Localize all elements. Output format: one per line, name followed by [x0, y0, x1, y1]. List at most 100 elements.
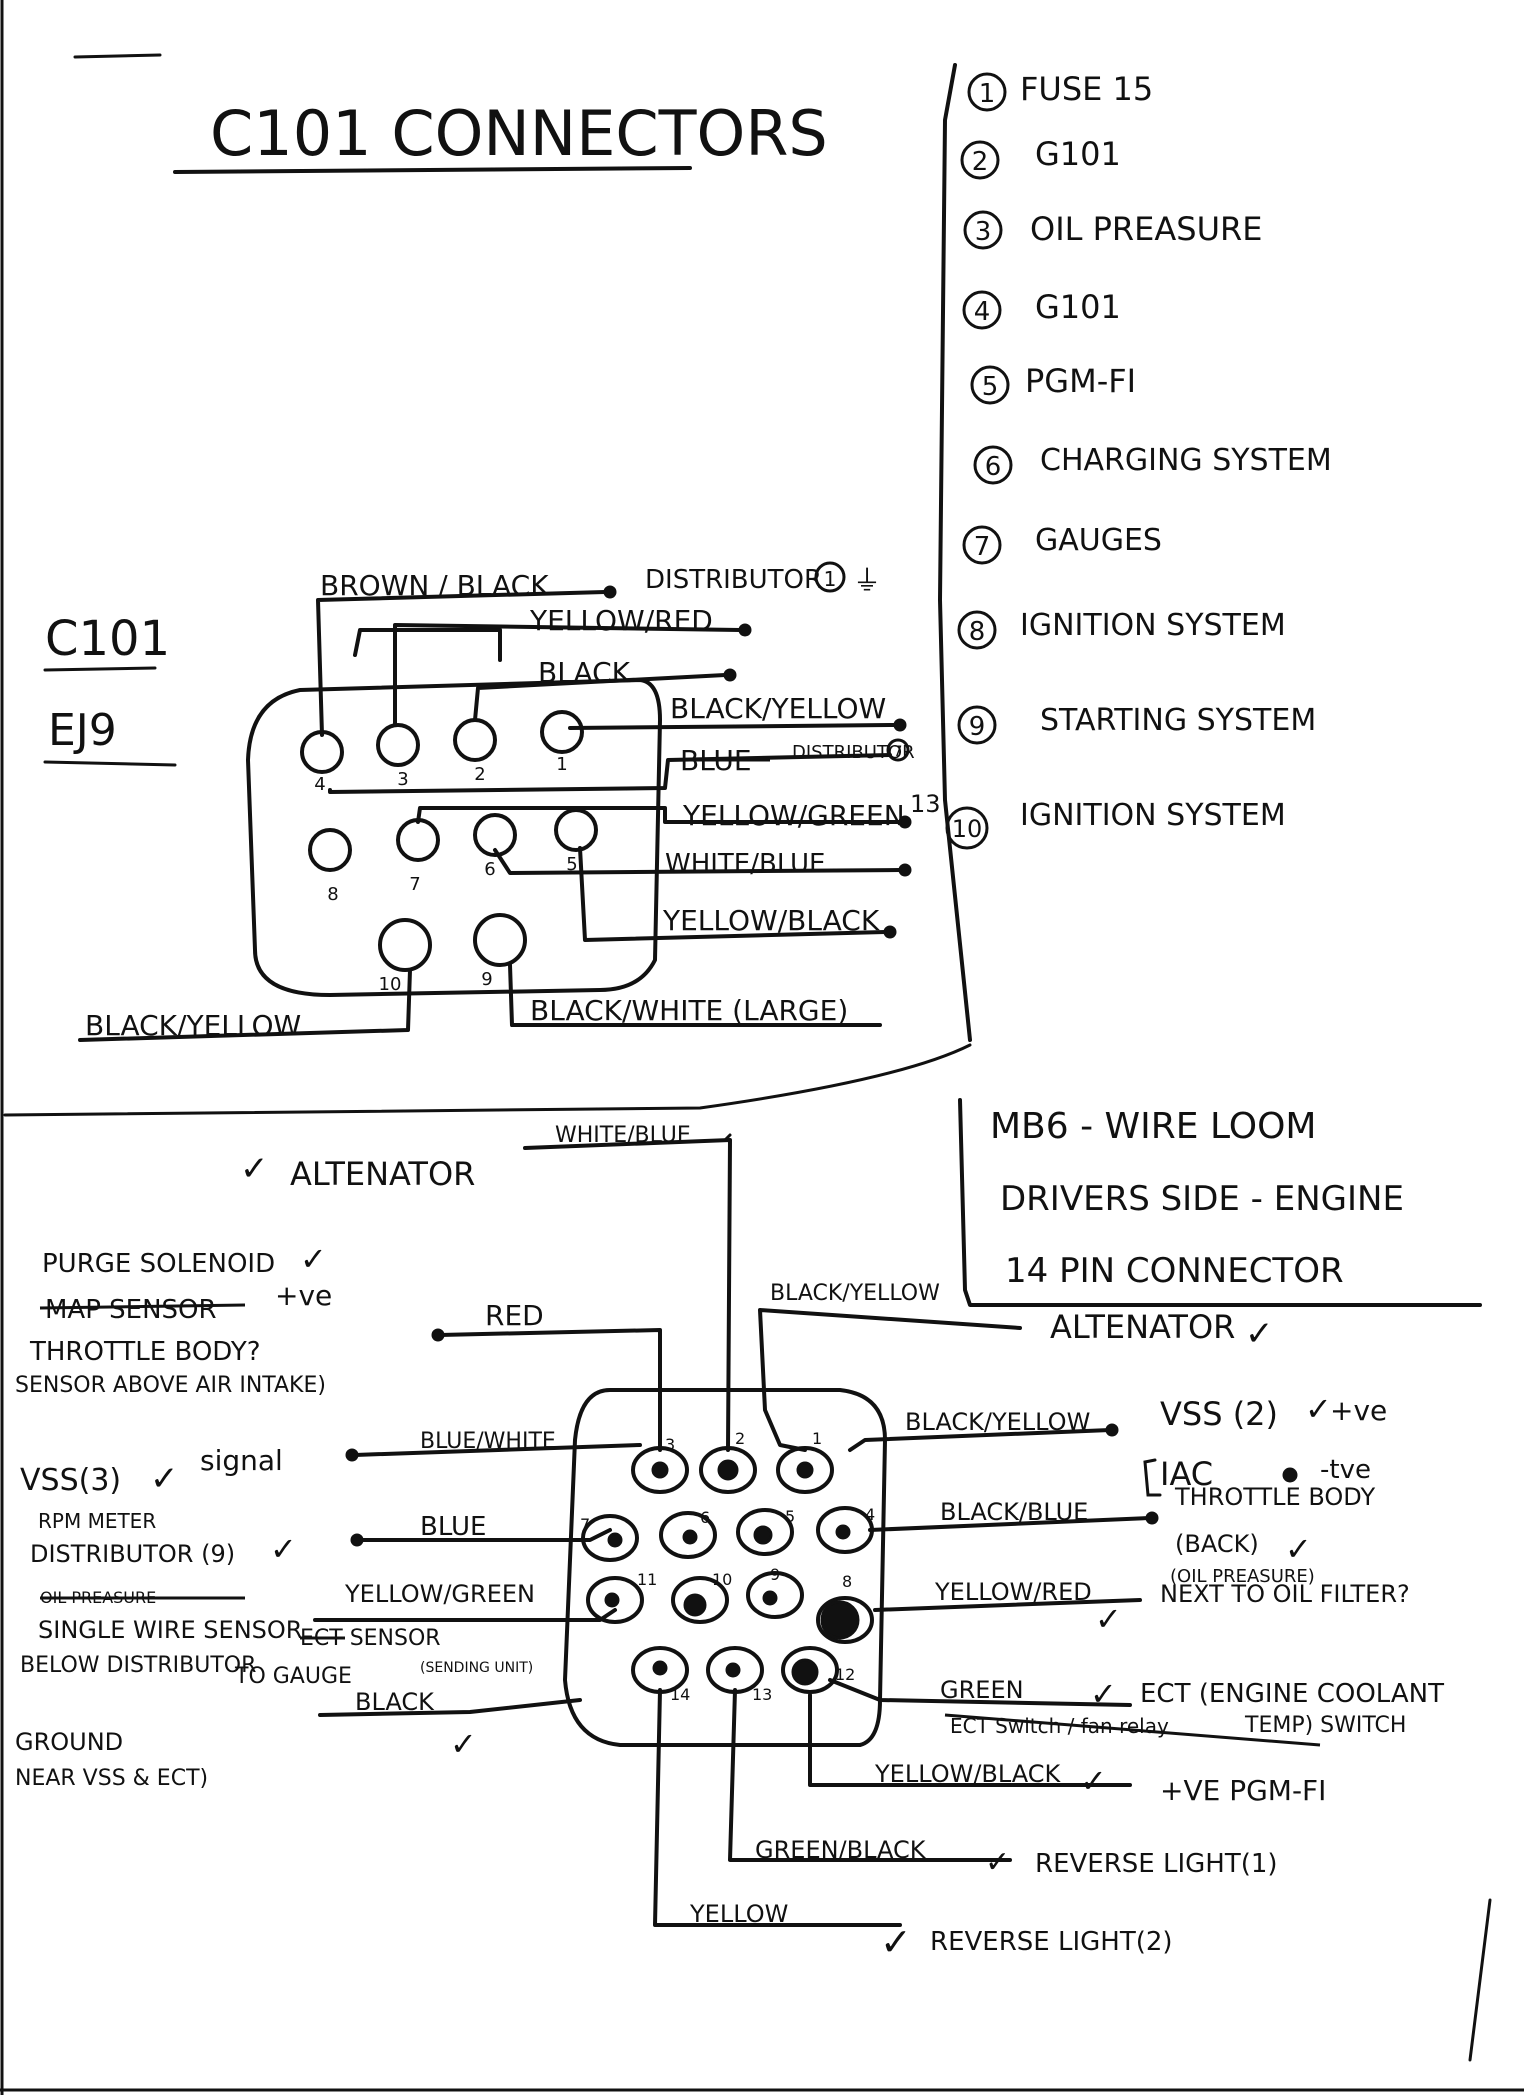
legend-item-7: 7 GAUGES — [962, 523, 1162, 565]
check-mark: ✓ — [985, 1845, 1010, 1880]
strikethrough — [944, 1713, 1321, 1747]
mb6-pin-label: 5 — [785, 1507, 795, 1526]
svg-text:G101: G101 — [1035, 135, 1121, 173]
mb6-label-near-vss: NEAR VSS & ECT) — [15, 1766, 208, 1791]
c101-wire-loop — [353, 628, 502, 662]
mb6-label-sending-unit: (SENDING UNIT) — [420, 1660, 533, 1676]
c101-pin-label: 6 — [484, 859, 495, 880]
mb6-label-sensor-above: SENSOR ABOVE AIR INTAKE) — [15, 1373, 326, 1398]
c101-pin-2 — [453, 718, 497, 762]
mb6-pin-label: 6 — [700, 1508, 710, 1527]
mb6-wire-yellow-green — [313, 1608, 617, 1622]
c101-wire-end — [898, 815, 912, 829]
svg-text:2: 2 — [972, 147, 989, 177]
c101-wire-black-yellow-low — [78, 968, 412, 1042]
c101-housing — [246, 678, 662, 997]
c101-label-black-yellow-low: BLACK/YELLOW — [85, 1009, 301, 1042]
mb6-label-yellow: YELLOW — [689, 1900, 788, 1928]
c101-label-black-white: BLACK/WHITE (LARGE) — [530, 994, 848, 1027]
mb6-label-green: GREEN — [940, 1676, 1024, 1704]
svg-text:FUSE 15: FUSE 15 — [1020, 70, 1153, 108]
svg-text:PGM-FI: PGM-FI — [1025, 362, 1136, 400]
c101-wire-end — [723, 668, 737, 682]
mb6-label-pgmfi: +VE PGM-FI — [1160, 1774, 1326, 1807]
mb6-title-3: 14 PIN CONNECTOR — [1005, 1251, 1344, 1291]
mb6-label-blue: BLUE — [420, 1512, 487, 1542]
c101-label-yellow-red: YELLOW/RED — [529, 604, 713, 637]
mb6-label-alternator-left: ALTENATOR — [290, 1155, 475, 1193]
c101-pin-label: 5 — [566, 854, 577, 875]
legend: 1 FUSE 15 2 G101 3 OIL PREASURE 4 G101 5… — [945, 70, 1332, 850]
legend-item-9: 9 STARTING SYSTEM — [957, 703, 1316, 745]
c101-pin-8 — [308, 828, 352, 872]
mb6-label-yellow-green: YELLOW/GREEN — [344, 1580, 535, 1608]
mb6-wire-black-ground — [318, 1698, 582, 1717]
check-mark: ✓ — [1090, 1675, 1117, 1713]
svg-text:OIL PREASURE: OIL PREASURE — [1030, 210, 1262, 248]
mb6-label-plus-ve: +ve — [275, 1279, 332, 1312]
mb6-label-rpm: RPM METER — [38, 1509, 156, 1533]
c101-label-brown-black: BROWN / BLACK — [320, 569, 549, 602]
mb6-label-red: RED — [485, 1299, 544, 1332]
mb6-label-yellow-red: YELLOW/RED — [934, 1578, 1092, 1606]
c101-pin-3 — [376, 723, 420, 767]
c101-wire-end — [898, 863, 912, 877]
c101-label-black-yellow: BLACK/YELLOW — [670, 692, 886, 725]
mb6-label-black-blue: BLACK/BLUE — [940, 1498, 1088, 1526]
mb6-label-iac-ve: -tve — [1320, 1455, 1371, 1485]
mb6-pin-label: 4 — [865, 1505, 875, 1524]
title-underline — [173, 166, 692, 174]
c101-wire-end — [893, 718, 907, 732]
section-divider — [3, 1043, 972, 1117]
check-mark: ✓ — [1080, 1762, 1107, 1800]
mb6-pin-label: 2 — [735, 1429, 745, 1448]
c101-label-yellow-green: YELLOW/GREEN — [682, 799, 905, 832]
c101-wire-white-blue — [493, 848, 902, 875]
svg-text:1: 1 — [979, 79, 996, 109]
mb6-label-throttle: THROTTLE BODY? — [29, 1337, 261, 1367]
mb6-wire-white-blue — [523, 1138, 732, 1452]
c101-pin-7 — [396, 818, 440, 862]
mb6-pin-label: 8 — [842, 1572, 852, 1591]
c101-wire-yellow-black — [578, 846, 887, 942]
legend-item-1: 1 FUSE 15 — [967, 70, 1153, 112]
mb6-label-yellow-black: YELLOW/BLACK — [874, 1760, 1062, 1788]
svg-text:7: 7 — [974, 532, 991, 562]
mb6-title-1: MB6 - WIRE LOOM — [990, 1106, 1316, 1147]
mb6-label-black-yellow-top: BLACK/YELLOW — [770, 1281, 940, 1306]
mb6-label-white-blue: WHITE/BLUE — [555, 1123, 691, 1148]
check-mark: ✓ — [450, 1725, 477, 1763]
svg-text:IGNITION SYSTEM: IGNITION SYSTEM — [1020, 608, 1286, 643]
mb6-label-vss3: VSS(3) — [20, 1463, 121, 1498]
c101-ref-circle — [886, 738, 910, 762]
mb6-label-single-wire: SINGLE WIRE SENSOR — [38, 1616, 302, 1644]
mb6-pin-label: 13 — [752, 1685, 772, 1704]
c101-wire-black-white — [508, 963, 882, 1027]
mb6-pin-label: 14 — [670, 1685, 690, 1704]
mb6-pin-label: 10 — [712, 1570, 732, 1589]
c101-label-blue-dest: DISTRIBUTOR — [792, 742, 915, 763]
c101-wire-brown-black — [316, 590, 607, 737]
mb6-wire-blue-white — [353, 1443, 642, 1457]
c101-pin-label: 8 — [327, 884, 338, 905]
c101-label-black: BLACK — [538, 656, 631, 689]
c101-pin-label: 1 — [556, 754, 567, 775]
mb6-wire-black-yellow-r — [848, 1428, 1112, 1452]
svg-text:8: 8 — [969, 617, 986, 647]
check-mark: ✓ — [1305, 1390, 1332, 1428]
legend-item-3: 3 OIL PREASURE — [963, 210, 1262, 250]
mb6-label-reverse1: REVERSE LIGHT(1) — [1035, 1849, 1278, 1879]
mb6-pin-label: 11 — [637, 1570, 657, 1589]
mb6-wire-blue — [358, 1528, 612, 1542]
mb6-wire-green-black — [728, 1688, 1012, 1862]
page-title: C101 CONNECTORS — [210, 97, 828, 170]
svg-text:G101: G101 — [1035, 288, 1121, 326]
bracket — [1143, 1458, 1162, 1497]
mb6-pin-label: 12 — [835, 1665, 855, 1684]
c101-wire-end — [603, 585, 617, 599]
mb6-label-temp: TEMP) SWITCH — [1244, 1713, 1406, 1738]
svg-text:4: 4 — [974, 297, 991, 327]
c101-ref-circle — [814, 561, 846, 593]
check-mark: ✓ — [240, 1149, 269, 1189]
c101-pin-label: 10 — [379, 974, 402, 995]
